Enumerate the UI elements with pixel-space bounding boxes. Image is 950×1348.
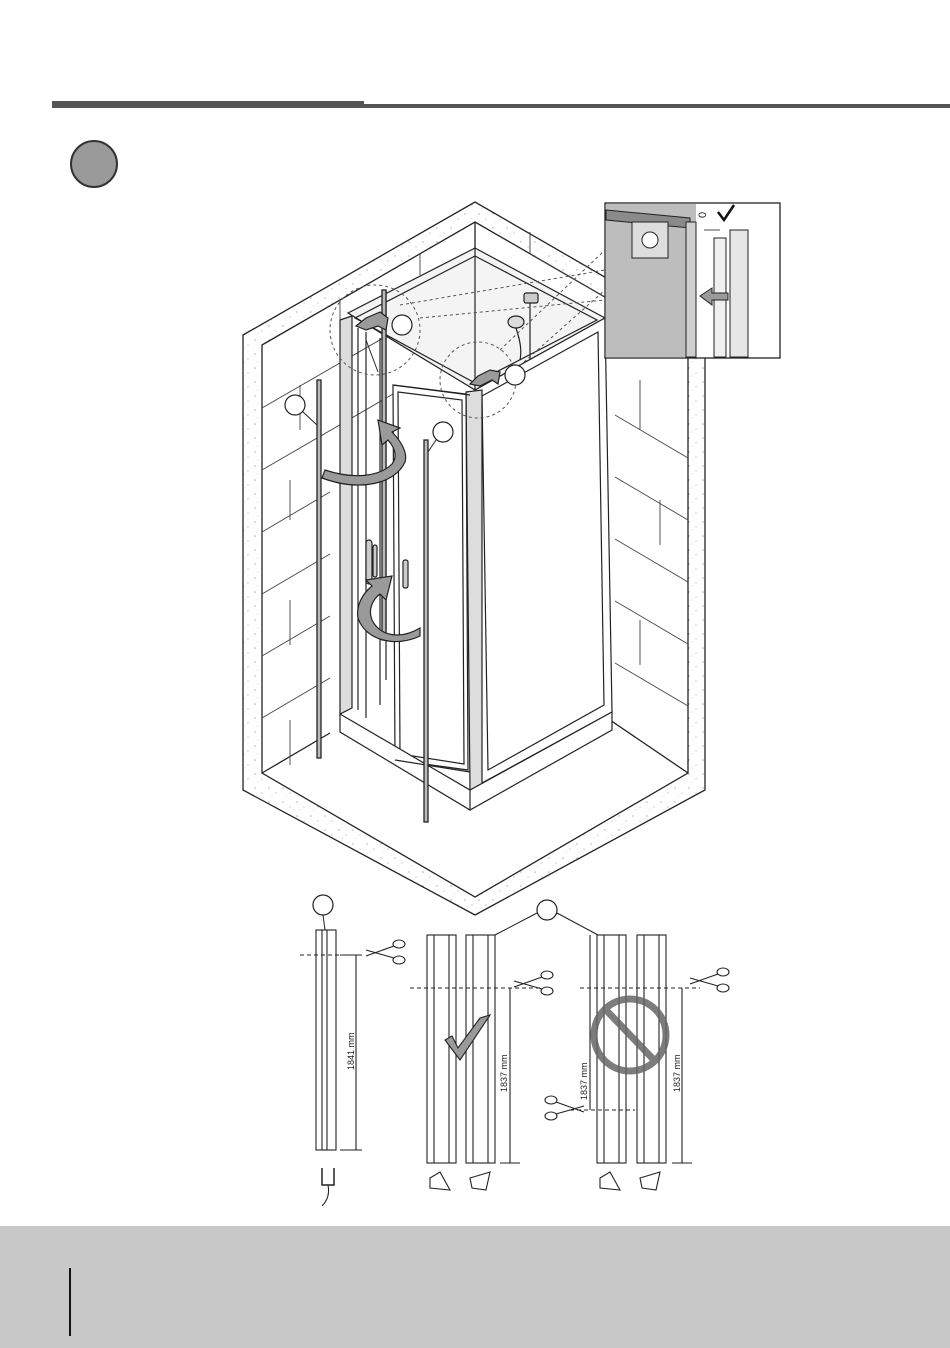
scissors-icon — [366, 940, 729, 1120]
footer-band — [0, 1226, 950, 1348]
wrong-length-right-label: 1837 mm — [672, 1054, 682, 1092]
detail-inset: 0 — [605, 203, 780, 358]
wrong-length-left-label: 1837 mm — [579, 1062, 589, 1100]
correct-profiles — [410, 935, 540, 1190]
seal-length-label: 1841 mm — [346, 1032, 356, 1070]
footer-rule — [69, 1268, 71, 1336]
correct-length-label: 1837 mm — [499, 1054, 509, 1092]
detail-gap-value: 0 — [697, 212, 709, 218]
